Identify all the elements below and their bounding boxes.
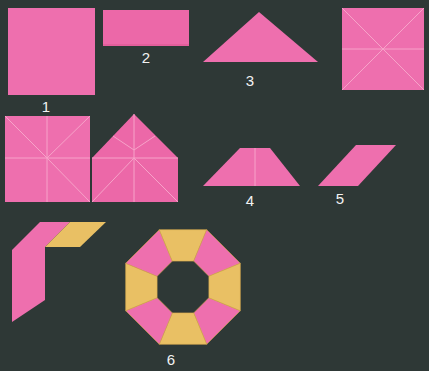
crease-line <box>255 148 256 186</box>
bent-unit-flap <box>45 222 106 247</box>
paper-triangle <box>203 12 318 62</box>
paper-rectangle <box>103 10 189 46</box>
folding-square <box>5 116 90 202</box>
paper-parallelogram <box>318 145 396 186</box>
step-number: 2 <box>142 50 150 65</box>
octagon-ring <box>126 230 241 345</box>
step-number: 1 <box>42 99 50 114</box>
crease-lines <box>92 114 178 202</box>
paper-trapezoid <box>203 148 300 186</box>
step-number: 4 <box>246 193 254 208</box>
crease-lines <box>5 116 90 202</box>
crease-lines <box>342 8 424 90</box>
creased-square <box>342 8 424 90</box>
folded-house <box>92 114 178 202</box>
step-number: 5 <box>336 191 344 206</box>
step-number: 6 <box>167 352 175 367</box>
paper-square <box>8 8 95 95</box>
fold-edge <box>103 45 189 46</box>
step-number: 3 <box>246 73 254 88</box>
